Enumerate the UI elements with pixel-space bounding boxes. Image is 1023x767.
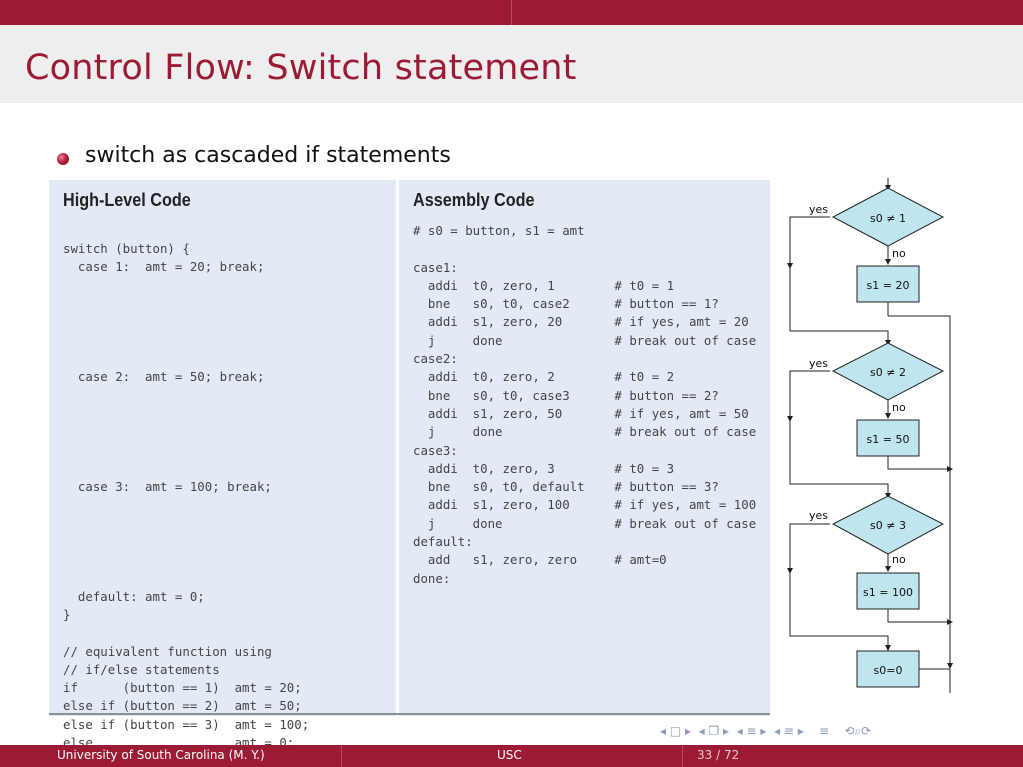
yes-label-2: yes bbox=[809, 357, 828, 370]
no-label-2: no bbox=[892, 401, 906, 414]
default-action-text: s0=0 bbox=[874, 664, 903, 677]
flow-action-exit-2 bbox=[887, 456, 953, 472]
flow-yes-path-1 bbox=[787, 216, 830, 269]
action-box-2 bbox=[856, 419, 920, 457]
code-panel bbox=[49, 180, 770, 716]
code-panel-divider bbox=[396, 180, 399, 716]
yes-label-1: yes bbox=[809, 203, 828, 216]
flow-yes-path-2 bbox=[787, 370, 830, 422]
footer-author-segment: University of South Carolina (M. Y.) bbox=[0, 745, 341, 767]
footer-page-segment: 33 / 72 bbox=[682, 745, 1023, 767]
assembly-code: # s0 = button, s1 = amt case1: addi t0, … bbox=[413, 223, 757, 586]
slide-title: Control Flow: Switch statement bbox=[25, 48, 577, 88]
flow-yes-path-3 bbox=[787, 523, 830, 574]
switch-flowchart: s0 ≠ 1 yes no s1 = 20 s0 ≠ 2 yes no s1 =… bbox=[787, 178, 953, 693]
flow-to-default bbox=[789, 571, 891, 651]
footer-bar: University of South Carolina (M. Y.) USC… bbox=[0, 745, 1023, 767]
action-2-text: s1 = 50 bbox=[867, 433, 910, 446]
assembly-heading: Assembly Code bbox=[413, 190, 535, 210]
footer-institution: USC bbox=[497, 748, 522, 762]
flow-join-right bbox=[888, 315, 953, 669]
decision-diamond-3 bbox=[831, 495, 945, 555]
footer-page-number: 33 / 72 bbox=[697, 748, 740, 762]
decision-1-text: s0 ≠ 1 bbox=[870, 212, 906, 225]
action-box-3 bbox=[856, 572, 920, 610]
no-label-3: no bbox=[892, 553, 906, 566]
bullet-text: switch as cascaded if statements bbox=[85, 143, 451, 168]
action-box-1 bbox=[856, 265, 920, 303]
high-level-code: switch (button) { case 1: amt = 20; brea… bbox=[63, 241, 310, 751]
no-label-1: no bbox=[892, 247, 906, 260]
high-level-heading: High-Level Code bbox=[63, 190, 191, 210]
decision-2-text: s0 ≠ 2 bbox=[870, 366, 906, 379]
decision-diamond-1 bbox=[831, 187, 945, 247]
title-bar bbox=[0, 25, 1023, 103]
flow-action-exit-3 bbox=[887, 609, 953, 625]
top-header-band bbox=[0, 0, 1023, 25]
footer-institution-segment: USC bbox=[341, 745, 682, 767]
footer-author: University of South Carolina (M. Y.) bbox=[57, 748, 265, 762]
flow-to-decision-2 bbox=[789, 266, 891, 346]
decision-3-text: s0 ≠ 3 bbox=[870, 519, 906, 532]
decision-diamond-2 bbox=[831, 342, 945, 401]
yes-label-3: yes bbox=[809, 509, 828, 522]
action-1-text: s1 = 20 bbox=[867, 279, 910, 292]
code-panel-bottom-rule bbox=[49, 713, 770, 715]
bullet-icon bbox=[57, 153, 69, 165]
flow-to-decision-3 bbox=[789, 419, 891, 499]
action-3-text: s1 = 100 bbox=[863, 586, 913, 599]
beamer-navigation-controls[interactable]: ◂ □ ▸ ◂ ❐ ▸ ◂ ≡ ▸ ◂ ≡ ▸ ≡ ⟲⌕⟳ bbox=[660, 724, 872, 738]
header-separator bbox=[511, 0, 512, 25]
default-action-box bbox=[856, 650, 920, 688]
